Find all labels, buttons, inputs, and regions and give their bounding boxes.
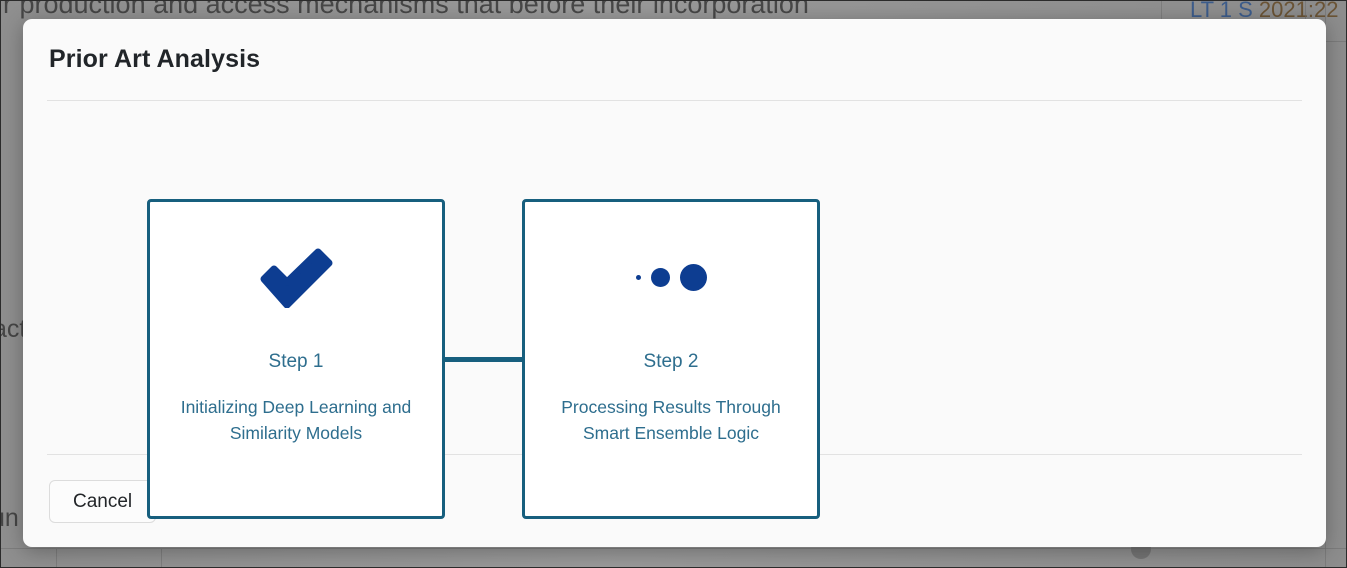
loading-dot-small <box>635 274 641 280</box>
dialog-footer: Cancel <box>23 455 1326 547</box>
background-divider <box>161 549 162 567</box>
background-divider <box>1161 1 1162 31</box>
step-card-1[interactable]: Step 1 Initializing Deep Learning and Si… <box>147 199 445 519</box>
loading-dot-large <box>679 263 707 291</box>
background-divider <box>56 549 57 567</box>
background-meta-label: LT 1 S 2021:22 <box>1190 1 1338 23</box>
prior-art-analysis-dialog: Prior Art Analysis Step 1 Initializing D… <box>23 19 1326 547</box>
dialog-header: Prior Art Analysis <box>23 19 1326 100</box>
background-text-line-2: act <box>1 315 27 343</box>
background-divider <box>1305 1 1306 31</box>
step-2-description: Processing Results Through Smart Ensembl… <box>561 397 781 443</box>
step-2-icon-area <box>525 202 817 352</box>
step-connector-line <box>445 356 522 362</box>
loading-dot-medium <box>650 267 670 287</box>
step-1-icon-area <box>150 202 442 352</box>
cancel-button[interactable]: Cancel <box>49 479 157 523</box>
step-2-label: Step 2 <box>643 351 699 372</box>
step-card-2[interactable]: Step 2 Processing Results Through Smart … <box>522 199 820 519</box>
background-divider <box>1 548 1346 549</box>
background-text-line-3: un <box>1 504 19 532</box>
loading-dots-icon <box>635 263 707 291</box>
step-1-description: Initializing Deep Learning and Similarit… <box>180 397 412 443</box>
step-progress-list: Step 1 Initializing Deep Learning and Si… <box>147 199 820 519</box>
check-icon <box>260 248 333 308</box>
background-meta-primary: LT 1 S <box>1190 1 1253 22</box>
background-text-line-1: r production and access mechanisms that … <box>3 1 809 19</box>
step-1-label: Step 1 <box>268 351 324 372</box>
dialog-title: Prior Art Analysis <box>49 45 261 73</box>
header-divider <box>47 100 1302 101</box>
dialog-body: Step 1 Initializing Deep Learning and Si… <box>23 101 1326 519</box>
background-meta-secondary: 2021:22 <box>1258 1 1339 22</box>
